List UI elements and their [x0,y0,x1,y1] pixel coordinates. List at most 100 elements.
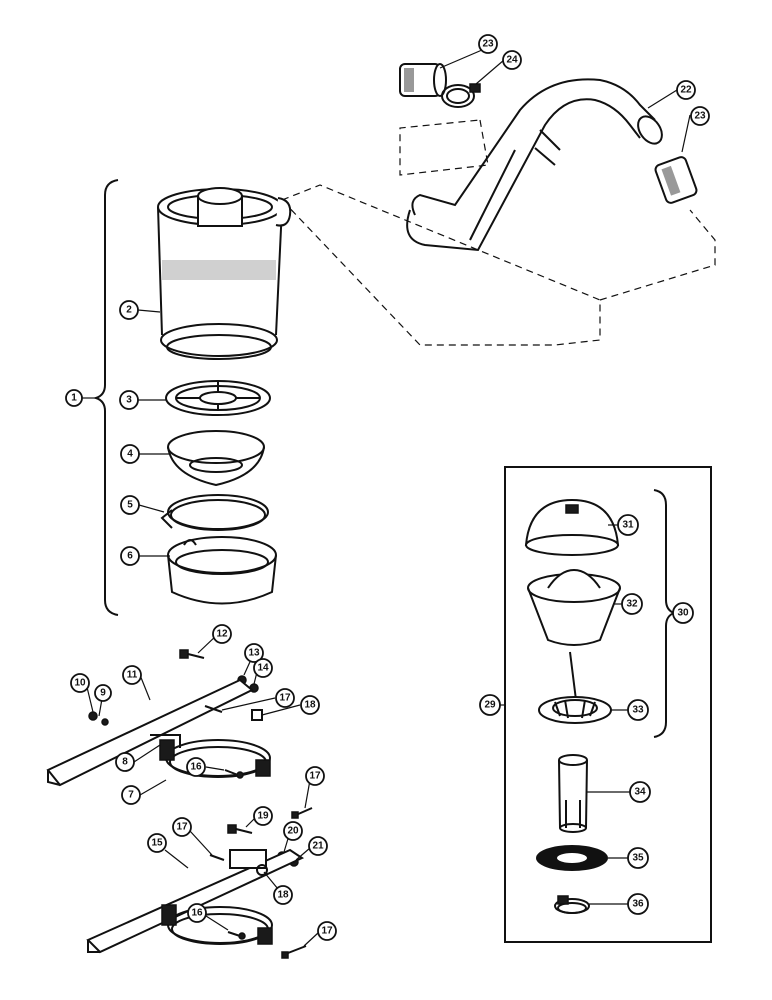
callout-24: 24 [502,50,522,70]
svg-text:3: 3 [126,395,132,406]
svg-text:22: 22 [680,85,692,96]
callout-35: 35 [627,847,649,869]
svg-text:31: 31 [622,520,634,531]
callout-17b: 17 [305,766,325,786]
svg-text:34: 34 [634,787,646,798]
clamp-ring-5 [160,494,269,531]
svg-text:5: 5 [127,500,133,511]
callout-2: 2 [119,300,139,320]
callout-17d: 17 [317,921,337,941]
callout-11: 11 [122,665,142,685]
callout-12: 12 [212,624,232,644]
callout-17c: 17 [172,817,192,837]
callout-15: 15 [147,833,167,853]
callout-18b: 18 [273,885,293,905]
bracket-15 [86,848,305,954]
callout-36: 36 [627,893,649,915]
svg-text:2: 2 [126,305,132,316]
washer-18b [256,864,268,876]
oil-cup-6 [167,536,277,605]
svg-text:14: 14 [257,663,269,674]
callout-34: 34 [629,781,651,803]
bolt-17a [204,705,223,713]
bolt-17c [209,854,225,861]
svg-text:17: 17 [309,771,321,782]
hose-coupling-right [654,156,698,204]
svg-text:11: 11 [127,670,138,681]
gasket-35 [536,845,608,871]
callout-32: 32 [621,593,643,615]
svg-text:35: 35 [632,853,644,864]
callout-10: 10 [70,673,90,693]
svg-text:7: 7 [128,790,134,801]
callout-16a: 16 [186,757,206,777]
callout-19: 19 [253,806,273,826]
callout-5: 5 [120,495,140,515]
svg-text:21: 21 [312,841,324,852]
mounting-band-7 [150,734,271,778]
svg-text:30: 30 [677,608,689,619]
hose-clamp-36 [554,895,590,914]
precleaner-tube-34 [558,754,588,833]
svg-text:18: 18 [277,890,289,901]
svg-text:29: 29 [484,700,496,711]
bolt-19 [227,824,253,834]
bolt-17b [291,807,313,819]
callout-16b: 16 [187,903,207,923]
air-cleaner-body [157,187,292,360]
svg-text:10: 10 [74,678,86,689]
mounting-band-16 [161,904,273,945]
svg-text:12: 12 [216,629,228,640]
precleaner-base-33 [538,651,612,724]
callout-23b: 23 [690,106,710,126]
wire-screen-3 [165,380,271,416]
callout-30: 30 [672,602,694,624]
callout-13: 13 [244,643,264,663]
bolt-12 [179,649,205,659]
svg-text:32: 32 [626,599,638,610]
dashed-connection-lines [281,119,716,346]
svg-text:24: 24 [506,55,518,66]
svg-text:15: 15 [151,838,163,849]
callout-4: 4 [120,444,140,464]
oil-cup-4 [167,430,265,487]
svg-text:17: 17 [176,822,188,833]
svg-text:36: 36 [632,899,644,910]
callout-22: 22 [676,80,696,100]
svg-text:9: 9 [100,688,106,699]
svg-text:18: 18 [304,700,316,711]
bolt-16a [224,769,244,779]
bolt-17d [281,945,307,959]
callout-1: 1 [65,389,83,407]
svg-text:33: 33 [632,705,644,716]
callout-21: 21 [308,836,328,856]
bracket-11 [46,678,254,787]
callout-31: 31 [617,514,639,536]
hose-clamp-top [441,83,481,108]
svg-text:8: 8 [122,757,128,768]
precleaner-cap-31 [524,498,620,556]
callout-6: 6 [120,546,140,566]
callout-29: 29 [479,694,501,716]
svg-text:4: 4 [127,449,133,460]
svg-text:19: 19 [257,811,269,822]
svg-text:1: 1 [71,393,77,404]
callout-14: 14 [253,658,273,678]
callout-9: 9 [94,684,112,702]
svg-text:16: 16 [191,908,203,919]
callout-33: 33 [627,699,649,721]
leader-lines [82,49,691,947]
bracket-assembly-1 [92,179,119,616]
svg-text:17: 17 [279,693,291,704]
svg-text:23: 23 [482,39,494,50]
callout-17a: 17 [275,688,295,708]
svg-text:6: 6 [127,551,133,562]
callout-7: 7 [121,785,141,805]
air-intake-pipe [406,78,663,252]
callout-23a: 23 [478,34,498,54]
svg-text:20: 20 [287,826,299,837]
callout-20: 20 [283,821,303,841]
svg-text:17: 17 [321,926,333,937]
hose-coupling-left [399,63,447,97]
